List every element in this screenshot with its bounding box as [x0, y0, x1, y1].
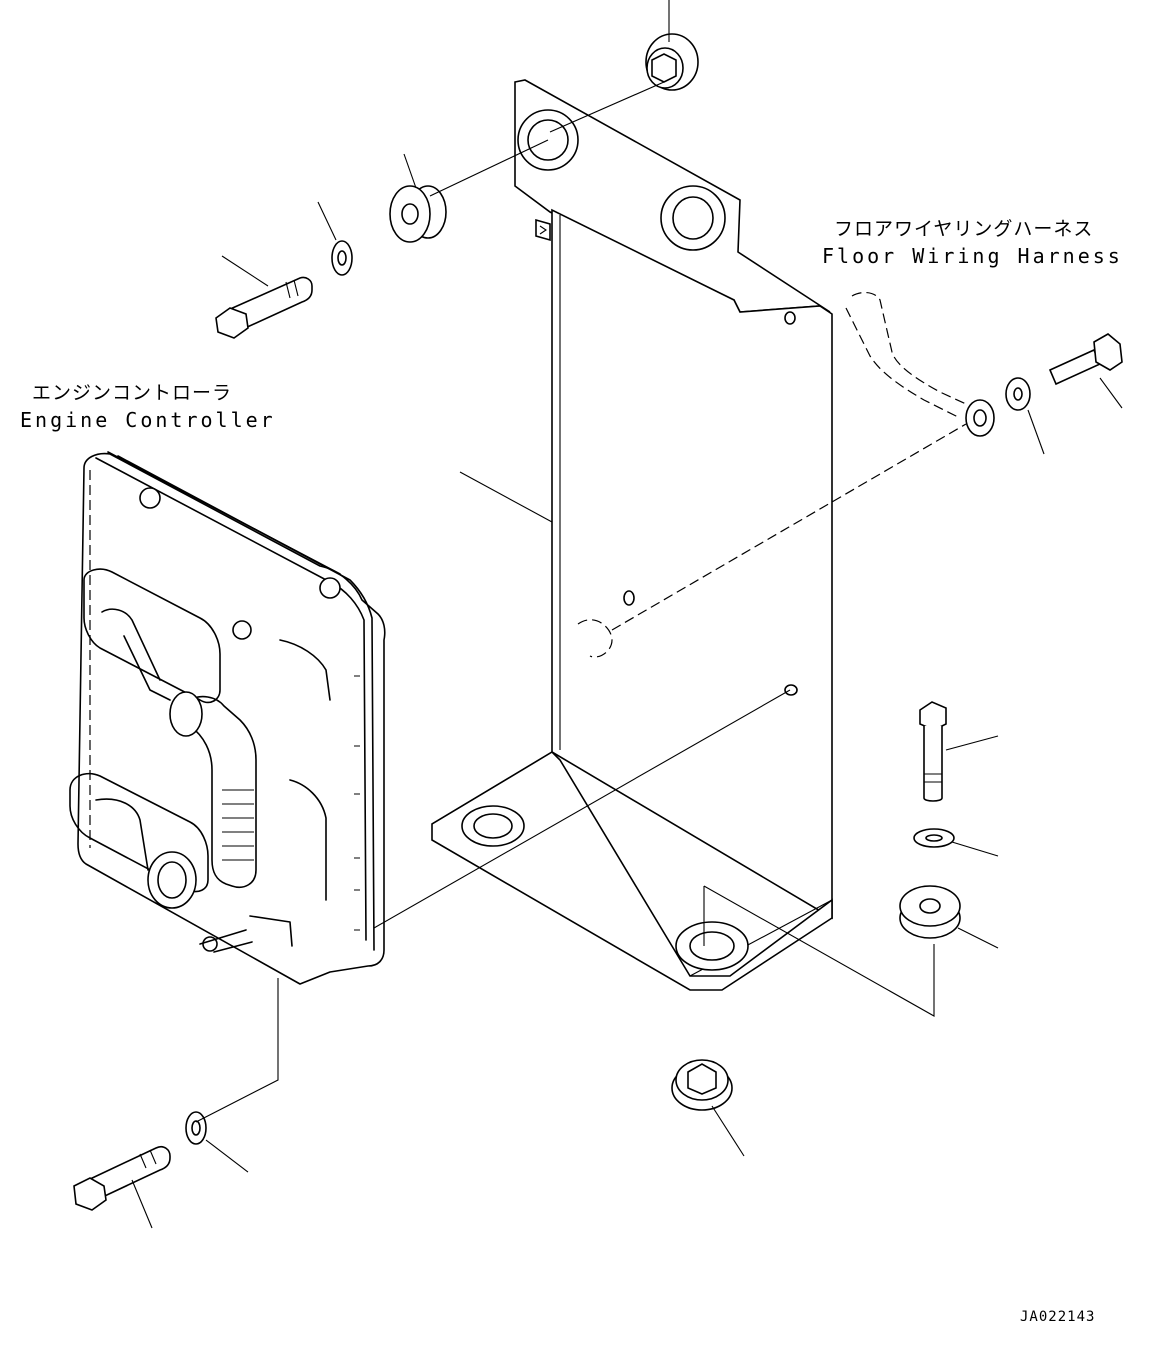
engine-controller	[69, 451, 386, 985]
bolt-bottom-left	[73, 1145, 171, 1211]
engine-controller-label-jp: エンジンコントローラ	[32, 382, 233, 404]
nut-bottom	[671, 1059, 733, 1111]
harness-terminal	[845, 291, 995, 437]
mounting-bracket	[431, 79, 833, 991]
drawing-code: JA022143	[1020, 1309, 1096, 1325]
floor-harness-label-en: Floor Wiring Harness	[822, 244, 1123, 268]
engine-controller-label-en: Engine Controller	[20, 408, 276, 432]
floor-harness-label-jp: フロアワイヤリングハーネス	[834, 218, 1094, 240]
grommet-top-left	[389, 185, 447, 243]
bolt-right	[1048, 333, 1123, 386]
bolt-vertical-right	[919, 701, 947, 802]
washer-top-left-hole	[337, 250, 347, 266]
leader-lines	[131, 0, 1123, 1229]
grommet-right	[899, 885, 961, 939]
bolt-top-left	[215, 276, 313, 339]
nut-top	[645, 33, 699, 91]
